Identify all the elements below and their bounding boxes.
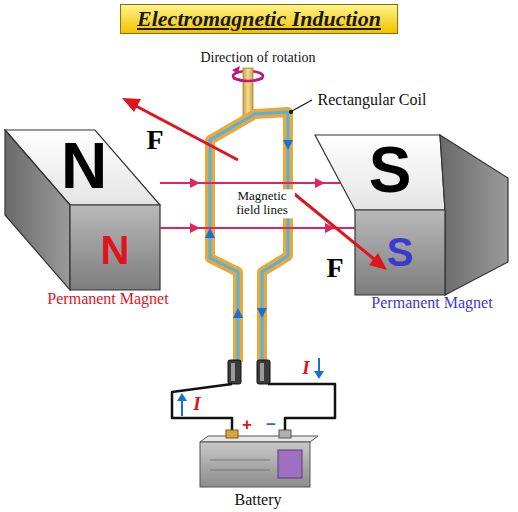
label-holder: F — [326, 253, 343, 284]
label-holder: Rectangular Coil — [318, 91, 427, 109]
south-magnet — [315, 135, 508, 295]
rotation-arc-front — [233, 78, 263, 81]
leader-dot — [289, 110, 293, 114]
magnet-front-face — [70, 205, 160, 290]
current-arrowhead — [205, 228, 215, 238]
commutator-segment — [228, 360, 241, 384]
battery-terminal — [279, 430, 291, 438]
battery — [200, 430, 318, 487]
force-arrowhead — [122, 98, 141, 112]
label-holder: Magnetic field lines — [229, 189, 295, 218]
part-label: Battery — [234, 491, 281, 509]
field-label: Magnetic field lines — [229, 189, 295, 218]
commutator-highlight — [260, 363, 264, 381]
force-label: F — [326, 253, 343, 284]
commutator-highlight — [231, 363, 235, 381]
magnet-side-face — [5, 130, 70, 290]
label-holder: S — [387, 230, 414, 274]
label-holder: − — [266, 416, 276, 435]
label-holder: N — [61, 131, 107, 201]
title: Electromagnetic Induction — [137, 7, 381, 31]
field-arrowhead — [190, 223, 200, 233]
current-label: I — [193, 394, 200, 415]
battery-body — [200, 442, 310, 487]
title-banner: Electromagnetic Induction — [120, 4, 398, 34]
label-holder: I — [302, 358, 309, 379]
label-holder: S — [369, 135, 412, 205]
current-arrowhead — [233, 308, 243, 318]
north-magnet — [5, 130, 160, 290]
current-arrowhead — [257, 308, 267, 318]
field-line — [160, 182, 340, 184]
pole-letter: S — [369, 135, 412, 205]
current-arrow — [181, 400, 183, 416]
rotation-arrowhead — [232, 66, 240, 74]
battery-rib — [210, 470, 270, 471]
battery-terminal — [226, 430, 238, 438]
magnet-side-face — [440, 135, 508, 295]
label-holder: I — [193, 394, 200, 415]
current-arrowhead — [177, 393, 187, 401]
current-label: I — [302, 358, 309, 379]
wire — [268, 384, 335, 434]
label-holder: Permanent Magnet — [371, 294, 492, 312]
leader-line — [292, 100, 312, 111]
magnet-front-face — [355, 210, 445, 295]
magnetic-field-lines — [160, 178, 355, 233]
rectangular-coil — [210, 112, 288, 362]
coil-current-line — [210, 112, 288, 362]
pole-letter: S — [387, 230, 414, 274]
field-arrowhead — [315, 178, 325, 188]
part-label: Permanent Magnet — [371, 294, 492, 312]
battery-rib — [210, 460, 270, 461]
force-arrow — [292, 192, 374, 259]
terminal-sign: − — [266, 416, 276, 435]
label-holder: Battery — [234, 491, 281, 509]
force-label: F — [146, 125, 163, 156]
current-arrowhead — [283, 140, 293, 150]
current-arrow — [318, 358, 320, 372]
label-holder: + — [242, 416, 252, 435]
pole-letter: N — [61, 131, 107, 201]
label-holder: Direction of rotation — [200, 48, 315, 66]
commutator-segment — [257, 360, 270, 384]
wire — [172, 384, 232, 434]
battery-window — [278, 450, 302, 478]
force-arrow — [136, 106, 238, 160]
label-holder: F — [146, 125, 163, 156]
label-holder: Permanent Magnet — [47, 290, 168, 308]
current-arrowhead — [314, 371, 324, 379]
field-arrowhead — [190, 178, 200, 188]
rotation-label: Direction of rotation — [200, 50, 315, 65]
terminal-sign: + — [242, 416, 252, 435]
battery-top — [200, 436, 318, 442]
pole-letter: N — [101, 228, 130, 272]
part-label: Rectangular Coil — [318, 91, 427, 109]
label-holder: N — [101, 228, 130, 272]
part-label: Permanent Magnet — [47, 290, 168, 308]
force-arrowhead — [369, 253, 387, 270]
magnet-top-face — [315, 135, 445, 210]
